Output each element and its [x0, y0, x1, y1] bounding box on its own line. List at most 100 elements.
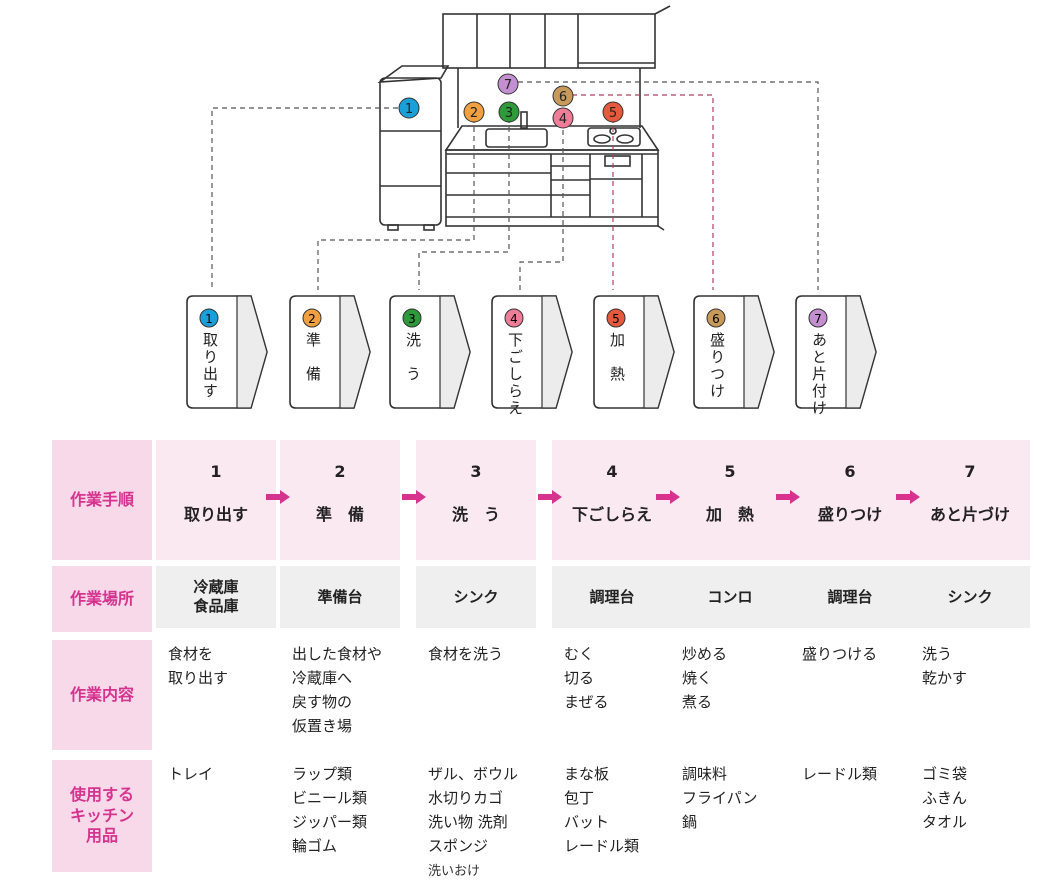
content-item: 冷蔵庫へ [292, 669, 353, 687]
place-cell: 準備台 [280, 566, 400, 628]
place-cell: 調理台 [552, 566, 672, 628]
content-item: まぜる [564, 693, 609, 711]
flow-arrow-icon [776, 490, 800, 504]
card-badge-number: 4 [510, 312, 518, 326]
flow-arrow-icon [402, 490, 426, 504]
card-label: あと片付け [810, 332, 828, 417]
badge-5-stove [602, 101, 624, 123]
card-badge-number: 1 [205, 312, 213, 326]
card-badge-7 [808, 308, 828, 328]
content-item: 乾かす [922, 669, 968, 687]
badge-text: 7 [504, 78, 512, 93]
step-cell-5: 5 加 熱 [670, 440, 790, 560]
step-name: 下ごしらえ [571, 505, 652, 524]
sink [485, 128, 548, 148]
card-tab [845, 295, 877, 409]
card-tab [643, 295, 675, 409]
badge-6-serving [552, 85, 574, 107]
step-number: 1 [210, 462, 222, 481]
card-tab [743, 295, 775, 409]
place-cell: 冷蔵庫 食品庫 [156, 566, 276, 628]
row-header-content: 作業内容 [52, 640, 152, 750]
connector-lines [211, 81, 819, 290]
step-number: 4 [606, 462, 618, 481]
place-cell: コンロ [670, 566, 790, 628]
tool-item: 包丁 [564, 789, 595, 807]
content-cell: 炒める焼く煮る [682, 642, 727, 714]
content-item: 炒める [682, 645, 728, 663]
card-label: 盛りつけ [708, 332, 726, 400]
card-badge-number: 2 [308, 312, 316, 326]
step-cell-1: 1 取り出す [156, 440, 276, 560]
content-item: 盛りつける [802, 645, 878, 663]
flow-arrow-icon [656, 490, 680, 504]
upper-cabinet [442, 13, 656, 69]
tool-item: 鍋 [682, 813, 698, 831]
card-label: 取り出す [201, 332, 219, 400]
flow-arrow-icon [896, 490, 920, 504]
tool-item: ジッパー類 [292, 813, 368, 831]
badge-1-fridge [398, 97, 420, 119]
tool-item: まな板 [564, 765, 610, 783]
tools-cell: レードル類 [802, 762, 877, 786]
fridge-top [377, 65, 450, 83]
badge-2-prep [463, 101, 485, 123]
tool-item: ラップ類 [292, 765, 353, 783]
step-number: 7 [964, 462, 976, 481]
badge-text: 1 [405, 102, 413, 117]
card-badge-3 [402, 308, 422, 328]
tool-item: 洗い物 洗剤 [428, 813, 508, 831]
step-number: 3 [470, 462, 482, 481]
tool-item: ビニール類 [292, 789, 368, 807]
badge-4-counter [552, 107, 574, 129]
flow-arrow-icon [538, 490, 562, 504]
step-name: 洗 う [451, 505, 500, 524]
handwritten-note: 洗いおけ [428, 864, 481, 879]
card-tab [541, 295, 573, 409]
step-name: あと片づけ [929, 505, 1010, 524]
badge-text: 2 [470, 106, 478, 121]
step-cell-3: 3 洗 う [416, 440, 536, 560]
badge-7-cleanup [497, 73, 519, 95]
place-cell: シンク [910, 566, 1030, 628]
card-tab [339, 295, 371, 409]
step-number: 5 [724, 462, 736, 481]
tool-item: フライパン [682, 789, 758, 807]
tools-cell: ラップ類ビニール類ジッパー類輪ゴム [292, 762, 367, 858]
row-header-steps: 作業手順 [52, 440, 152, 560]
tools-cell: ザル、ボウル水切りカゴ洗い物 洗剤スポンジ [428, 762, 518, 858]
content-item: 煮る [682, 693, 713, 711]
step-name: 加 熱 [705, 505, 754, 524]
card-badge-1 [199, 308, 219, 328]
card-badge-2 [302, 308, 322, 328]
content-cell: むく切るまぜる [564, 642, 609, 714]
content-item: 出した食材や [292, 645, 383, 663]
tools-cell: ゴミ袋ふきんタオル [922, 762, 967, 834]
content-cell: 洗う乾かす [922, 642, 967, 690]
badge-text: 5 [609, 106, 617, 121]
card-label: 洗 う [404, 332, 422, 383]
card-badge-4 [504, 308, 524, 328]
card-badge-5 [606, 308, 626, 328]
step-name: 盛りつけ [817, 505, 883, 524]
badge-text: 3 [505, 106, 513, 121]
tool-item: スポンジ [428, 837, 489, 855]
card-label: 下ごしらえ [506, 332, 524, 417]
step-name: 取り出す [183, 505, 248, 524]
flow-arrow-icon [266, 490, 290, 504]
content-item: 食材を [168, 645, 214, 663]
card-badge-number: 7 [814, 312, 822, 326]
card-label: 加 熱 [608, 332, 626, 383]
card-tab [439, 295, 471, 409]
step-number: 2 [334, 462, 346, 481]
badge-3-sink [498, 101, 520, 123]
card-badge-number: 3 [408, 312, 416, 326]
tool-item: バット [564, 813, 610, 831]
place-cell: シンク [416, 566, 536, 628]
content-item: 洗う [922, 645, 953, 663]
content-item: 仮置き場 [292, 717, 353, 735]
content-item: 焼く [682, 669, 713, 687]
tool-item: トレイ [168, 765, 214, 783]
fridge [379, 77, 442, 226]
